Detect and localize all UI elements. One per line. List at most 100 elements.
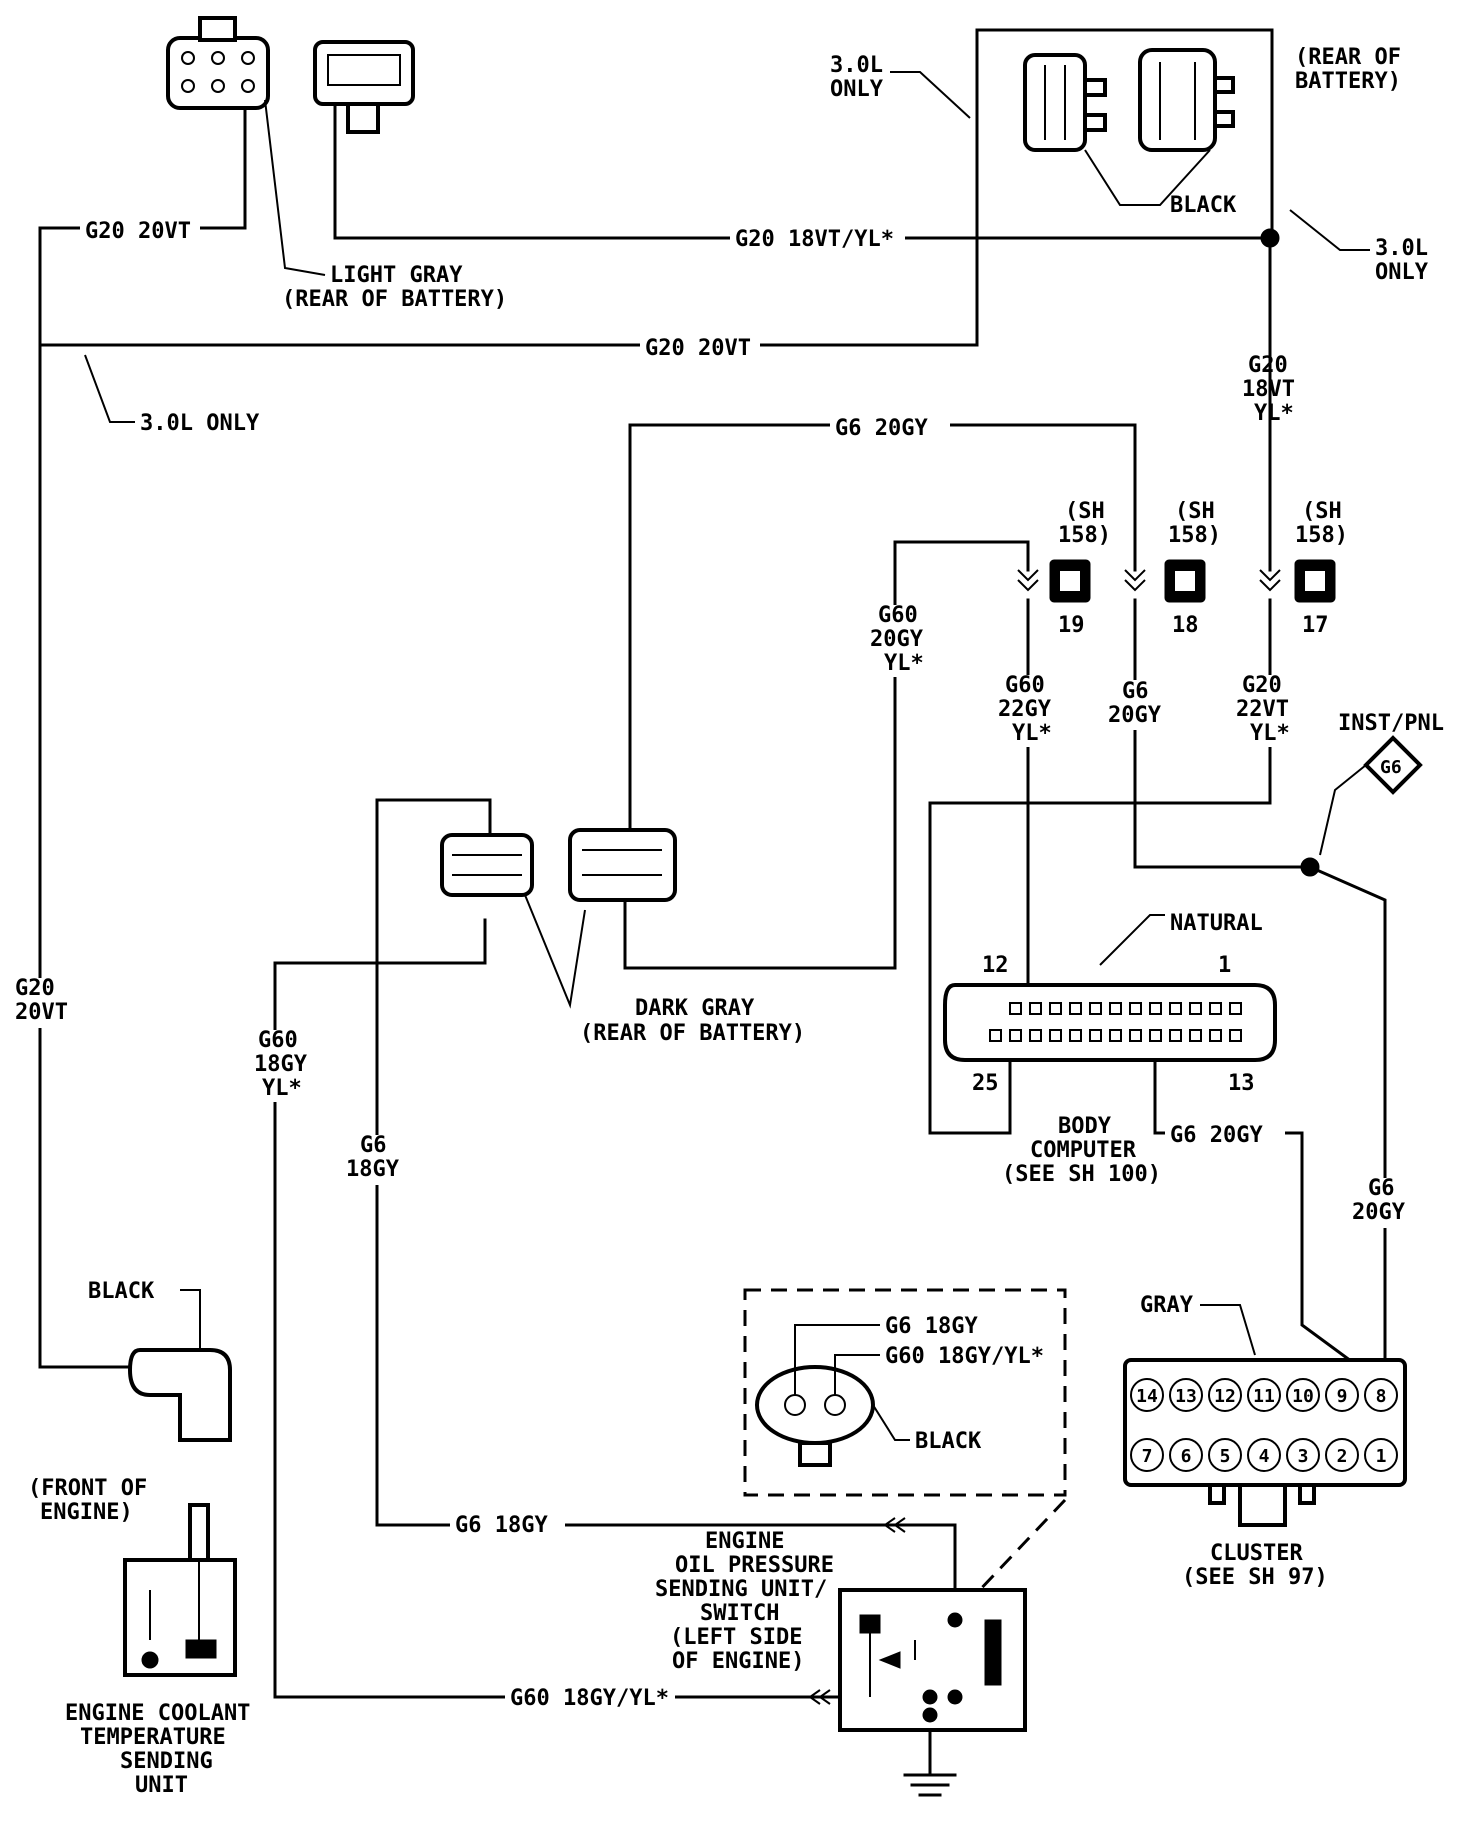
cluster-pin-circle — [1247, 1378, 1281, 1412]
inset-connector — [743, 1288, 1067, 1497]
label-g20-22vt-1: G20 — [1242, 673, 1282, 698]
cluster-pin-circle — [1325, 1438, 1359, 1472]
body-computer-pin — [1189, 1002, 1202, 1015]
label-rear-of-battery-1: (REAR OF — [1295, 45, 1401, 70]
body-computer-pin — [1149, 1002, 1162, 1015]
splice-g6-ground — [1300, 857, 1320, 877]
label-body-computer-1: BODY — [1058, 1114, 1112, 1139]
cluster-pin-circle — [1247, 1438, 1281, 1472]
label-g60-20gy-1: G60 — [878, 603, 918, 628]
cluster-pin-label: 10 — [1292, 1386, 1314, 1407]
labels: G20 20VT G20 18VT/YL* G20 20VT G6 20GY 3… — [10, 45, 1444, 1798]
label-30l-only-left: 3.0L ONLY — [140, 411, 260, 436]
label-splice-18: 18 — [1172, 613, 1199, 638]
wire-g60-20gy-yl — [623, 540, 1030, 970]
wire-body-g6-20gy — [1153, 1033, 1373, 1378]
body-computer — [943, 914, 1277, 1062]
inset-dashed-box — [743, 1288, 1067, 1497]
cluster-pin-circle — [1130, 1378, 1164, 1412]
label-sh158-17-a: (SH — [1302, 499, 1342, 524]
left-components — [123, 1289, 237, 1677]
cluster-pin-label: 8 — [1376, 1386, 1387, 1407]
cluster-pin-label: 11 — [1253, 1386, 1275, 1407]
label-g6-20gy-top: G6 20GY — [835, 416, 928, 441]
label-natural: NATURAL — [1170, 911, 1263, 936]
cluster-pin-label: 6 — [1181, 1446, 1192, 1467]
label-sh158-19-b: 158) — [1058, 523, 1111, 548]
body-computer-pin — [1169, 1002, 1182, 1015]
splice-connectors — [1017, 559, 1423, 856]
label-oil-5: (LEFT SIDE — [670, 1625, 802, 1650]
cluster-pin-label: 4 — [1259, 1446, 1270, 1467]
body-computer-pin — [1009, 1029, 1022, 1042]
body-computer-pin — [1109, 1029, 1122, 1042]
label-top-g20-20vt: G20 20VT — [85, 219, 191, 244]
body-computer-pin — [1229, 1002, 1242, 1015]
label-coolant-2: TEMPERATURE — [80, 1725, 226, 1750]
cluster-pin-circle — [1169, 1378, 1203, 1412]
label-sh158-18-b: 158) — [1168, 523, 1221, 548]
wire-right-g20-22vt-yl — [928, 598, 1272, 1135]
label-left-g6-1: G6 — [360, 1133, 387, 1158]
connector-rear-battery-left — [1023, 53, 1087, 152]
label-g60-22gy-1: G60 — [1005, 673, 1045, 698]
cluster-pin-label: 2 — [1337, 1446, 1348, 1467]
black-connector-left — [127, 1348, 232, 1442]
body-computer-pin — [1009, 1002, 1022, 1015]
body-computer-pin — [1029, 1002, 1042, 1015]
leader-inset — [973, 1498, 1067, 1597]
body-computer-pin — [1069, 1029, 1082, 1042]
cluster-pin-label: 12 — [1214, 1386, 1236, 1407]
label-cluster-2: (SEE SH 97) — [1182, 1565, 1328, 1590]
middle-connectors — [440, 828, 677, 1009]
wire-g20-18vt-yl — [333, 98, 1272, 240]
body-computer-pin — [1169, 1029, 1182, 1042]
body-computer-pin — [1129, 1002, 1142, 1015]
label-left-g20-2: 20VT — [15, 1000, 68, 1025]
cluster-pin-label: 9 — [1337, 1386, 1348, 1407]
connector-6pin — [166, 36, 270, 110]
cluster-pin-circle — [1364, 1438, 1398, 1472]
label-g60-20gy-2: 20GY — [870, 627, 924, 652]
label-sh158-18-a: (SH — [1175, 499, 1215, 524]
label-right-g6-2: 20GY — [1352, 1200, 1406, 1225]
label-sh158-19-a: (SH — [1065, 499, 1105, 524]
cluster-pin-circle — [1364, 1378, 1398, 1412]
connector-dark-gray-right — [568, 828, 677, 902]
label-ground-g6: G6 — [1380, 757, 1402, 778]
cluster-pin-circle — [1169, 1438, 1203, 1472]
label-bc-pin-13: 13 — [1228, 1071, 1255, 1096]
label-dark-gray-1: DARK GRAY — [635, 996, 755, 1021]
cluster-pin-label: 1 — [1376, 1446, 1387, 1467]
label-30l-only-top-2: ONLY — [830, 77, 884, 102]
body-computer-pin — [1029, 1029, 1042, 1042]
label-inst-pnl: INST/PNL — [1338, 711, 1444, 736]
label-cluster-1: CLUSTER — [1210, 1541, 1303, 1566]
wire-g60-18gy-yl-left — [273, 918, 817, 1699]
label-right-g20-2: 18VT — [1242, 377, 1295, 402]
body-computer-pin — [1149, 1029, 1162, 1042]
label-body-computer-2: COMPUTER — [1030, 1138, 1137, 1163]
cluster-pin-label: 5 — [1220, 1446, 1231, 1467]
label-bc-pin-12: 12 — [982, 953, 1009, 978]
label-g60-22gy-2: 22GY — [998, 697, 1052, 722]
label-light-gray-2: (REAR OF BATTERY) — [282, 287, 507, 312]
wire-top-connector-drop — [212, 88, 247, 230]
wire-g6-20gy-right — [1308, 865, 1387, 1377]
label-inset-g60: G60 18GY/YL* — [885, 1344, 1044, 1369]
label-bottom-g60: G60 18GY/YL* — [510, 1686, 669, 1711]
label-body-computer-3: (SEE SH 100) — [1002, 1162, 1161, 1187]
body-computer-connector — [943, 983, 1277, 1062]
wire-left-g20-20vt — [38, 226, 246, 1369]
label-g6-20gy-mid-1: G6 — [1122, 679, 1149, 704]
label-oil-1: ENGINE — [705, 1529, 784, 1554]
label-bc-pin-1: 1 — [1218, 953, 1231, 978]
label-inset-g6: G6 18GY — [885, 1314, 978, 1339]
cluster-pin-circle — [1208, 1378, 1242, 1412]
label-left-g60-2: 18GY — [254, 1052, 308, 1077]
label-right-g20-1: G20 — [1248, 353, 1288, 378]
splice-top-right — [1260, 228, 1280, 248]
top-right-connectors — [1023, 48, 1235, 206]
